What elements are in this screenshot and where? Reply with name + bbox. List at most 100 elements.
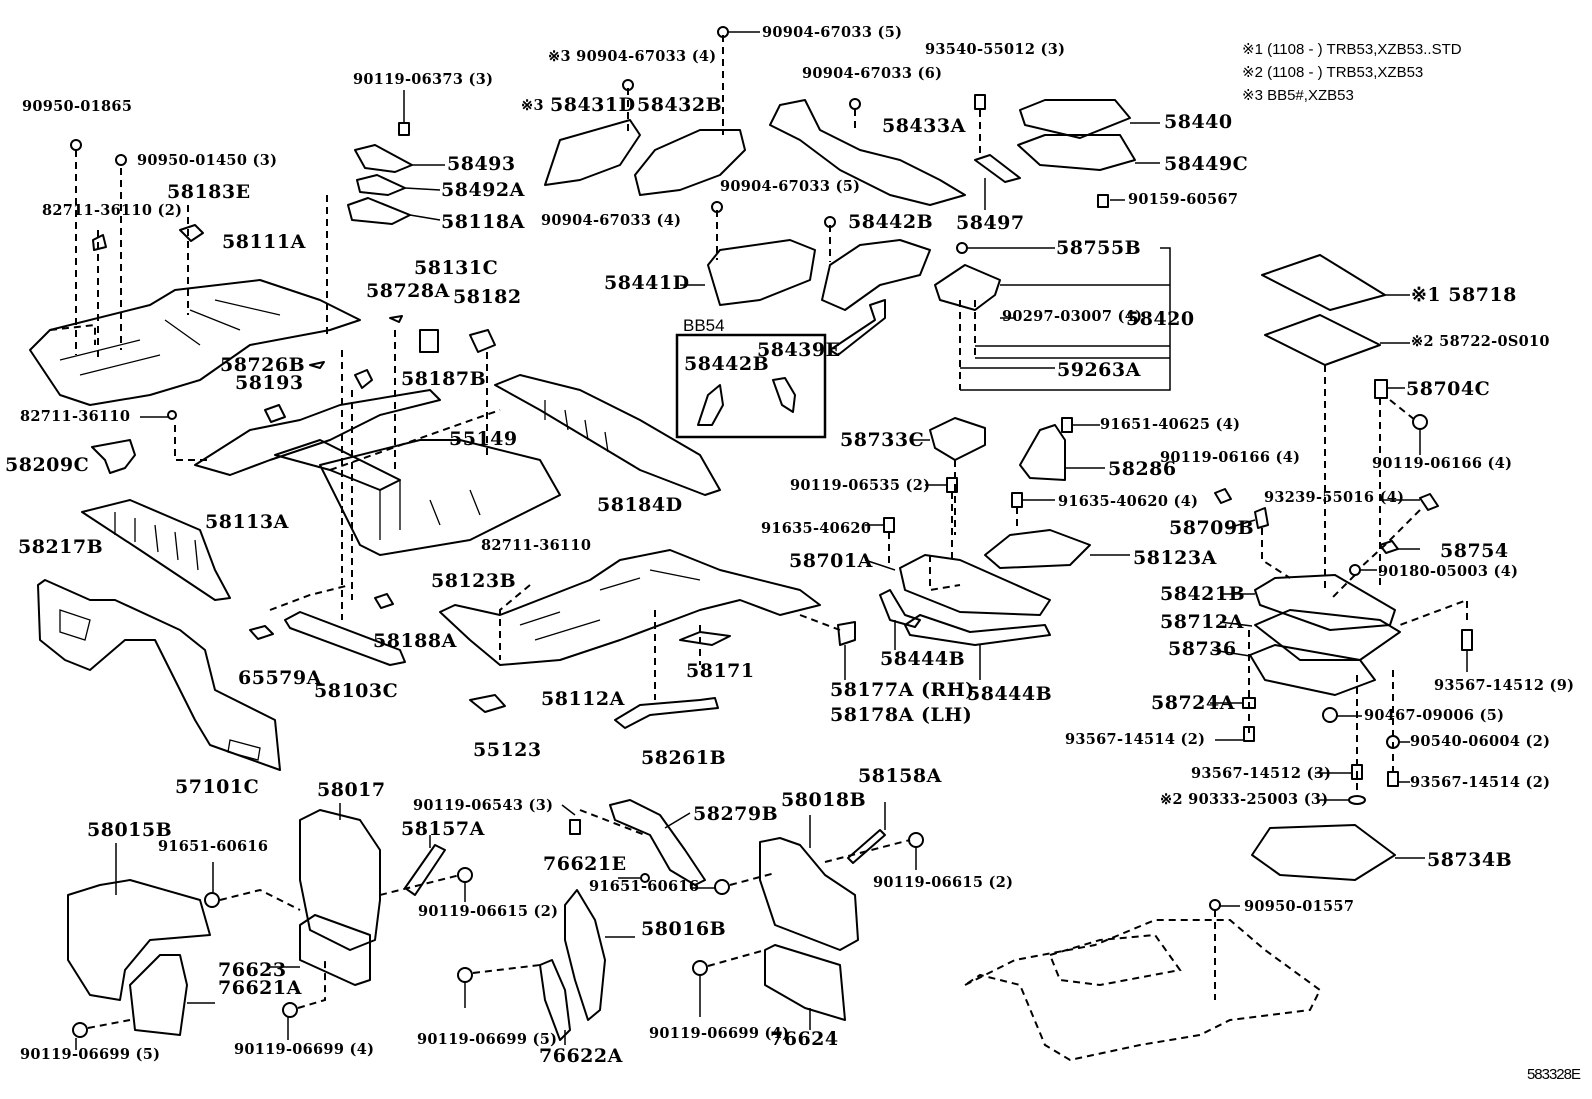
part-58157a-bracket (379, 835, 473, 902)
part-number-label: 90467-09006 (5) (1364, 707, 1505, 724)
part-number-label: 58015B (87, 819, 173, 841)
part-rear-floor (964, 899, 1322, 1062)
part-58440-58449c (1017, 99, 1160, 208)
part-number-label: 58701A (789, 550, 873, 572)
part-number-label: 58442B (848, 211, 934, 233)
part-58103c-rail (284, 611, 406, 666)
part-58279b-58016b (457, 799, 776, 1045)
diagram-reference-code: 583328E (1526, 1066, 1581, 1083)
part-number-label: 58724A (1151, 692, 1235, 714)
part-58113a-frame (194, 389, 561, 556)
part-number-label: 93239-55016 (4) (1264, 489, 1405, 506)
guide-lines-upper-left (70, 139, 328, 360)
part-number-label: 58171 (686, 660, 755, 682)
part-number-label: 93540-55012 (3) (925, 41, 1066, 58)
part-number-label: 58432B (637, 94, 723, 116)
part-number-label: 58112A (541, 688, 625, 710)
part-number-label: 58420 (1126, 308, 1195, 330)
part-number-label: 57101C (175, 776, 260, 798)
part-number-label: 91651-60616 (589, 878, 700, 895)
part-number-label: 58193 (235, 372, 304, 394)
part-58209c-bracket (91, 439, 136, 474)
part-number-label: 58182 (453, 286, 522, 308)
part-number-label: ※3 (521, 97, 544, 114)
part-number-label: 58183E (167, 181, 251, 203)
part-number-label: 82711-36110 (2) (42, 202, 183, 219)
part-58493-group (347, 90, 445, 225)
part-number-label: 58131C (414, 257, 499, 279)
part-number-label: 91635-40620 (4) (1058, 493, 1199, 510)
center-small-parts (140, 315, 496, 640)
part-58733c-58286-58123a (912, 417, 1130, 569)
applicability-notes: ※1 (1108 - ) TRB53,XZB53..STD ※2 (1108 -… (1242, 38, 1462, 107)
part-number-label: 76622A (539, 1045, 623, 1067)
part-number-label: 58442B (684, 353, 770, 375)
part-number-label: 90180-05003 (4) (1378, 563, 1519, 580)
part-crossmember-right (329, 374, 721, 496)
part-58433a-cover (769, 98, 966, 206)
part-number-label: 58712A (1160, 611, 1244, 633)
part-number-label: 58177A (RH) (830, 679, 975, 701)
part-number-label: 91635-40620 (761, 520, 872, 537)
part-number-label: 76624 (770, 1028, 839, 1050)
part-58015b-panel (67, 843, 301, 1050)
part-number-label: 90119-06699 (4) (234, 1041, 375, 1058)
part-number-label: 58157A (401, 818, 485, 840)
part-number-label: 58017 (317, 779, 386, 801)
part-number-label: 58754 (1440, 540, 1509, 562)
part-number-label: 58492A (441, 179, 525, 201)
part-number-label: 90119-06166 (4) (1160, 449, 1301, 466)
part-number-label: 58444B (880, 648, 966, 670)
clip-icon (419, 329, 439, 353)
part-number-label: 58709B (1169, 517, 1255, 539)
part-number-label: 91651-60616 (158, 838, 269, 855)
clip-icon (70, 139, 82, 151)
part-number-label: 90540-06004 (2) (1410, 733, 1551, 750)
part-number-label: 90159-60567 (1128, 191, 1239, 208)
part-number-label: 90119-06699 (4) (649, 1025, 790, 1042)
part-number-label: 58286 (1108, 458, 1177, 480)
part-number-label: 58440 (1164, 111, 1233, 133)
part-number-label: 90950-01450 (3) (137, 152, 278, 169)
part-number-label: 82711-36110 (481, 537, 592, 554)
part-number-label: 58493 (447, 153, 516, 175)
part-number-label: 58726B (220, 354, 306, 376)
part-58217b-panel (81, 499, 231, 601)
part-number-label: 58733C (840, 429, 925, 451)
part-number-label: 93567-14512 (3) (1191, 765, 1332, 782)
inset-box-bb54 (675, 299, 886, 439)
part-number-label: 58118A (441, 211, 525, 233)
part-number-label: 58158A (858, 765, 942, 787)
part-number-label: 58018B (781, 789, 867, 811)
part-number-label: 55149 (449, 428, 518, 450)
part-number-label: 76621A (218, 977, 302, 999)
part-58718-mat (1261, 254, 1410, 590)
part-number-label: 58187B (401, 368, 487, 390)
part-number-label: 82711-36110 (20, 408, 131, 425)
part-number-label: 58209C (5, 454, 90, 476)
part-number-label: 55123 (473, 739, 542, 761)
part-number-label: ※2 90333-25003 (3) (1160, 791, 1329, 808)
part-58734b-frame (1251, 824, 1425, 881)
part-number-label: 90950-01557 (1244, 898, 1355, 915)
part-number-label: 58497 (956, 212, 1025, 234)
part-number-label: 90119-06535 (2) (790, 477, 931, 494)
part-number-label: 90119-06543 (3) (413, 797, 554, 814)
part-58701a-frame (864, 477, 1051, 680)
part-number-label: 58111A (222, 231, 306, 253)
part-number-label: 93567-14514 (2) (1065, 731, 1206, 748)
part-number-label: 58441D (604, 272, 690, 294)
part-number-label: 90297-03007 (4) (1002, 308, 1143, 325)
part-number-label: 90119-06166 (4) (1372, 455, 1513, 472)
note-1: ※1 (1108 - ) TRB53,XZB53..STD (1242, 41, 1462, 58)
part-number-label: 58178A (LH) (830, 704, 973, 726)
part-number-label: 90119-06615 (2) (418, 903, 559, 920)
part-number-label: 58188A (373, 630, 457, 652)
part-58497 (974, 94, 1021, 210)
part-number-label: 90950-01865 (22, 98, 133, 115)
part-58421b-console (1210, 488, 1473, 805)
part-number-label: 90904-67033 (6) (802, 65, 943, 82)
part-number-label: 90904-67033 (5) (720, 178, 861, 195)
bracket-icon (469, 329, 496, 353)
